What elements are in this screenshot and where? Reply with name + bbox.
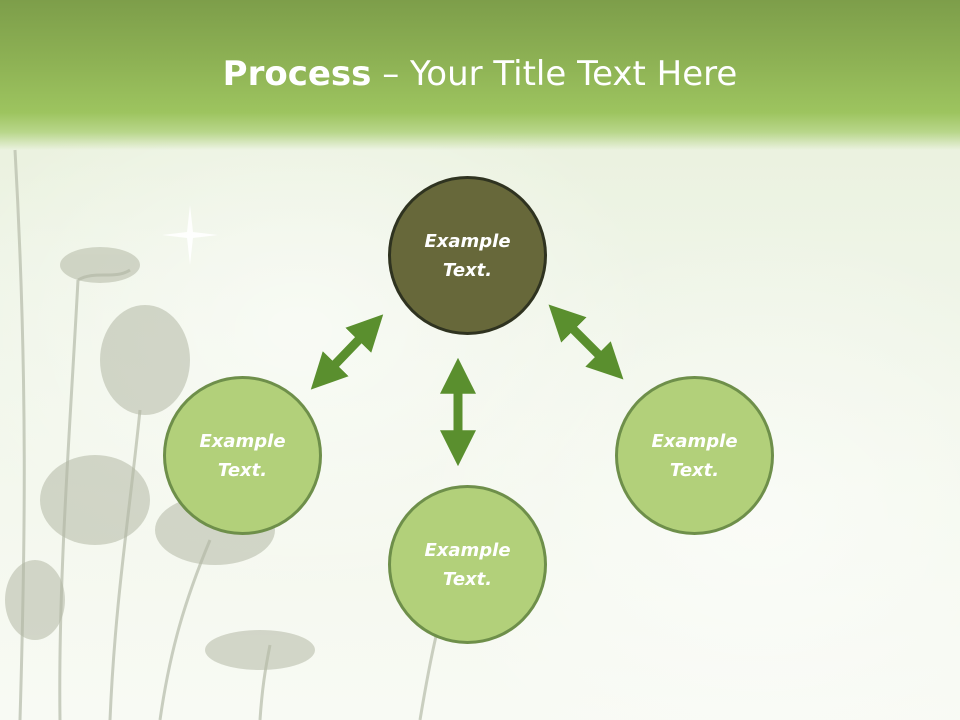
title-separator: – [371, 54, 411, 94]
node-label: Example Text. [651, 430, 738, 481]
process-node-left[interactable]: Example Text. [163, 376, 322, 535]
sparkle-icon [162, 205, 218, 265]
node-label: Example Text. [424, 230, 511, 281]
node-label: Example Text. [424, 539, 511, 590]
title-rest: Your Title Text Here [410, 54, 738, 94]
title-band [0, 0, 960, 150]
node-label: Example Text. [199, 430, 286, 481]
double-arrow-icon[interactable] [310, 314, 384, 390]
process-node-top[interactable]: Example Text. [388, 176, 547, 335]
process-node-bottom[interactable]: Example Text. [388, 485, 547, 644]
double-arrow-icon[interactable] [548, 304, 624, 380]
plant-silhouettes [5, 149, 442, 720]
title-bold: Process [222, 54, 372, 94]
slide-title[interactable]: Process – Your Title Text Here [0, 52, 960, 96]
process-node-right[interactable]: Example Text. [615, 376, 774, 535]
